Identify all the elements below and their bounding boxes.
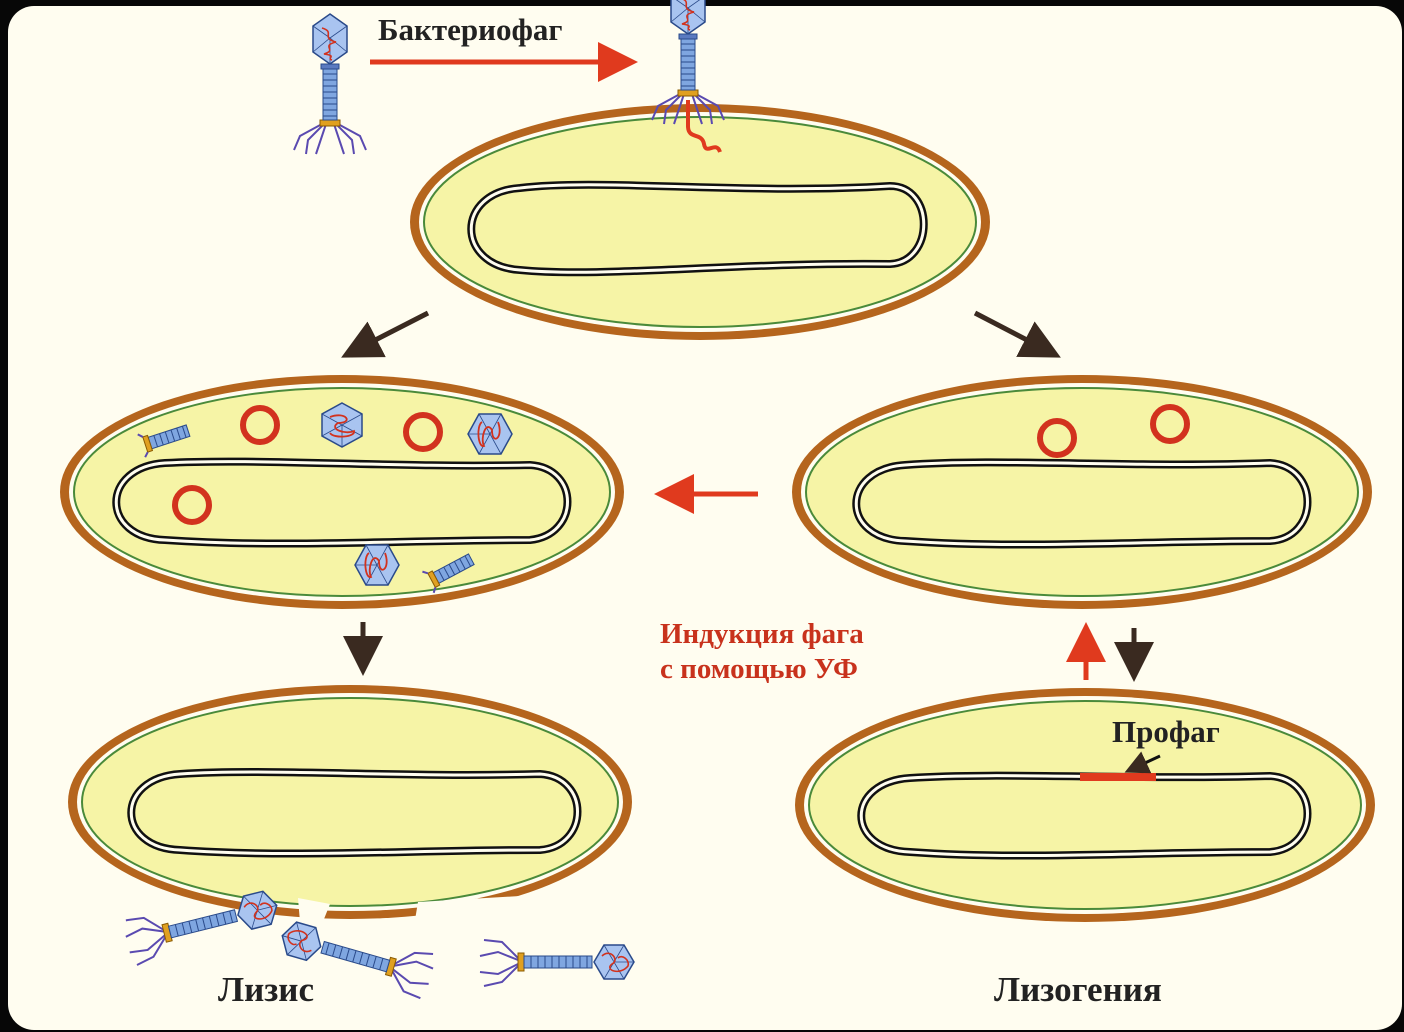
label-induction-line2: с помощью УФ bbox=[660, 652, 864, 687]
bacterial-chromosome bbox=[861, 776, 1307, 856]
bacterial-chromosome bbox=[131, 772, 577, 854]
bacterial-chromosome bbox=[116, 462, 567, 544]
label-lysis: Лизис bbox=[218, 970, 314, 1010]
label-induction: Индукция фага с помощью УФ bbox=[660, 617, 864, 687]
lytic-bacterial-cell bbox=[60, 375, 624, 609]
lysogenic-entry-cell bbox=[792, 375, 1372, 609]
label-induction-line1: Индукция фага bbox=[660, 617, 864, 652]
label-lysogeny: Лизогения bbox=[994, 970, 1162, 1010]
bacterial-chromosome bbox=[471, 185, 924, 273]
label-prophage: Профаг bbox=[1112, 714, 1220, 750]
lysogenic-bacterial-cell bbox=[795, 688, 1375, 922]
bacterial-chromosome bbox=[856, 462, 1307, 544]
label-bacteriophage: Бактериофаг bbox=[378, 12, 562, 48]
